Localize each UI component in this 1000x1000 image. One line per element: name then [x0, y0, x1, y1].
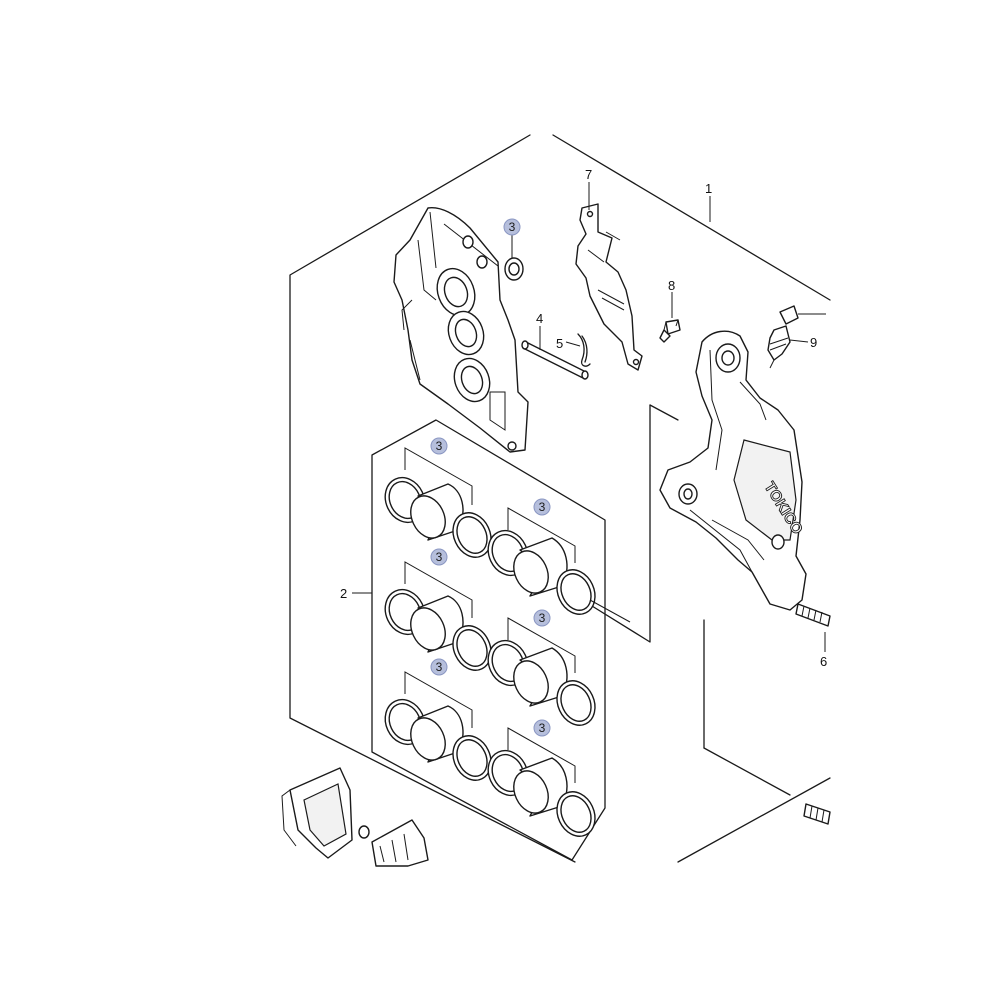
part-label-1: 1: [705, 181, 712, 196]
svg-text:3: 3: [539, 721, 546, 735]
bleeder-valve: [767, 305, 799, 369]
callout-3-set1: 3: [430, 437, 448, 455]
pin-clip: [577, 333, 591, 367]
svg-text:3: 3: [436, 660, 443, 674]
leader-lines: [352, 182, 826, 652]
svg-text:3: 3: [436, 550, 443, 564]
callout-3-set5: 3: [430, 658, 448, 676]
piston-set-4: [487, 617, 596, 726]
piston-set-3: [384, 561, 492, 671]
callout-3-set2: 3: [533, 498, 551, 516]
assembly-frame: [289, 134, 831, 863]
inner-caliper-half: [393, 207, 529, 453]
part-label-5: 5: [556, 336, 563, 351]
piston-set-1: [384, 447, 492, 558]
piston-kit-frame: [371, 419, 606, 861]
piston-set-2: [487, 507, 631, 623]
pad-pin: [521, 340, 589, 380]
outer-caliper-half: TOKICO: [659, 330, 807, 611]
svg-text:3: 3: [509, 220, 516, 234]
svg-text:3: 3: [436, 439, 443, 453]
part-label-6: 6: [820, 654, 827, 669]
piston-set-5: [384, 671, 492, 781]
seal-washer-small: [504, 257, 524, 281]
pad-spring: [575, 203, 643, 371]
callout-3-set4: 3: [533, 609, 551, 627]
svg-text:3: 3: [539, 611, 546, 625]
callout-3-markers: 3 3 3 3 3 3 3: [430, 218, 551, 737]
spring-bolt: [659, 319, 681, 343]
mounting-bolt-upper: [795, 603, 831, 627]
part-label-9: 9: [810, 335, 817, 350]
part-label-4: 4: [536, 311, 543, 326]
part-label-8: 8: [668, 278, 675, 293]
mounting-bolt-lower: [803, 803, 831, 825]
brake-pads: [281, 767, 429, 867]
piston-set-6: [487, 727, 596, 837]
callout-3-set3: 3: [430, 548, 448, 566]
part-label-7: 7: [585, 167, 592, 182]
part-number-labels: 1 2 4 5 6 7 8 9: [340, 167, 827, 669]
part-label-2: 2: [340, 586, 347, 601]
callout-3-washer: 3: [503, 218, 521, 236]
callout-3-set6: 3: [533, 719, 551, 737]
svg-text:3: 3: [539, 500, 546, 514]
